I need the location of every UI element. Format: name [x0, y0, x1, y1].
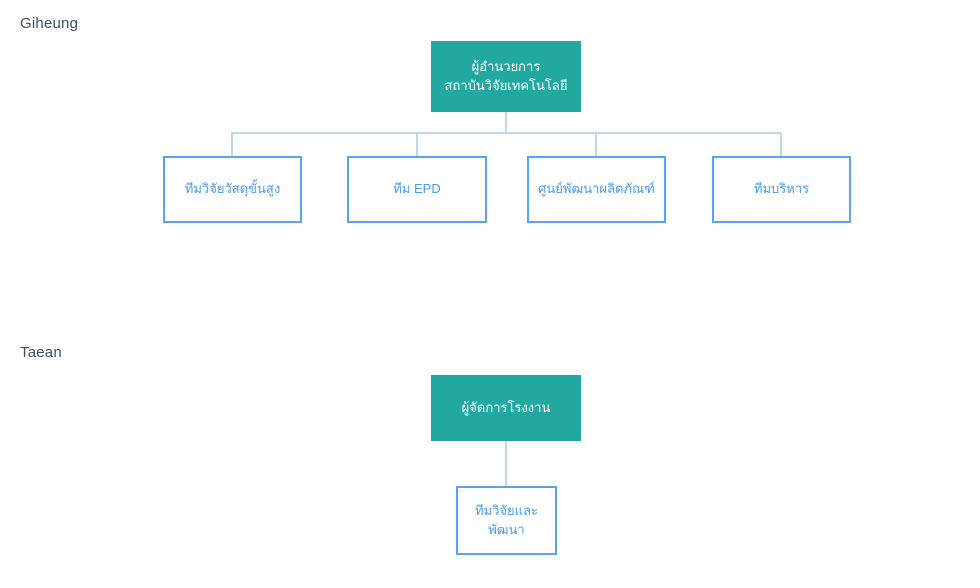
connector-drop-adv-materials — [231, 132, 233, 157]
node-rnd-label: ทีมวิจัยและ พัฒนา — [474, 502, 538, 537]
connector-plant-manager-stub — [505, 441, 507, 486]
node-epd-label: ทีม EPD — [393, 181, 441, 197]
node-rnd[interactable]: ทีมวิจัยและ พัฒนา — [456, 486, 557, 555]
node-plant-manager-label: ผู้จัดการโรงงาน — [461, 399, 551, 415]
node-epd[interactable]: ทีม EPD — [347, 156, 487, 223]
node-director[interactable]: ผู้อำนวยการ สถาบันวิจัยเทคโนโลยี — [431, 41, 581, 112]
connector-drop-management — [780, 132, 782, 157]
connector-giheung-bus — [232, 132, 782, 134]
connector-director-stub — [505, 112, 507, 133]
connector-drop-epd — [416, 132, 418, 157]
connector-drop-product-dev — [595, 132, 597, 157]
node-product-dev[interactable]: ศูนย์พัฒนาผลิตภัณฑ์ — [527, 156, 666, 223]
section-title-giheung: Giheung — [20, 15, 79, 32]
node-plant-manager[interactable]: ผู้จัดการโรงงาน — [431, 375, 581, 441]
node-adv-materials-label: ทีมวิจัยวัสดุขั้นสูง — [184, 181, 281, 197]
node-director-label: ผู้อำนวยการ สถาบันวิจัยเทคโนโลยี — [444, 58, 568, 93]
section-title-taean: Taean — [20, 344, 62, 361]
node-product-dev-label: ศูนย์พัฒนาผลิตภัณฑ์ — [538, 181, 655, 197]
node-management[interactable]: ทีมบริหาร — [712, 156, 851, 223]
node-management-label: ทีมบริหาร — [753, 181, 810, 197]
node-adv-materials[interactable]: ทีมวิจัยวัสดุขั้นสูง — [163, 156, 302, 223]
